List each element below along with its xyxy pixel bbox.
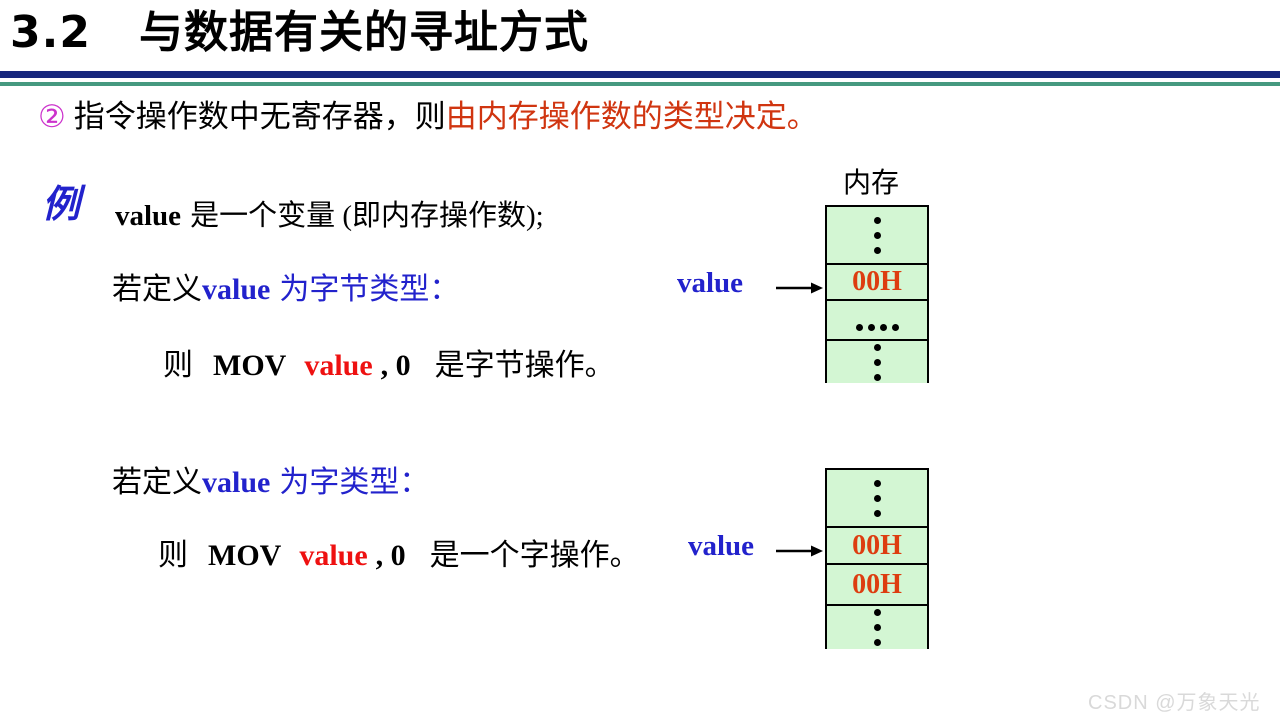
divider-teal [0,82,1280,86]
byte-op-mnemonic: MOV [213,349,287,382]
csdn-watermark: CSDN @万象天光 [1088,692,1261,714]
section-title: 与数据有关的寻址方式 [138,7,589,58]
arrow-right-icon [776,545,823,557]
point-text-black: 指令操作数中无寄存器，则 [73,99,446,134]
memory-cell-value: 00H [827,263,927,299]
memory-cell-value: 00H [827,526,927,563]
horizontal-ellipsis [855,324,899,331]
word-def-suffix: 为字类型： [279,466,430,499]
memory-label: 内存 [843,168,900,199]
word-def-variable: value [202,466,271,499]
byte-def-variable: value [202,273,271,306]
memory-cell-dots [827,339,927,383]
word-op-variable: value [299,539,368,572]
word-op-mnemonic: MOV [208,539,282,572]
memory-cell-value: 00H [827,563,927,604]
word-op-operand: , 0 [375,539,406,572]
word-cell-value-high: 00H [852,568,902,600]
byte-op-operand: , 0 [380,349,411,382]
example-marker: 例 [42,184,81,226]
memory-cell-dots [827,604,927,649]
vertical-ellipsis [873,216,881,254]
word-op-then: 则 [158,539,188,572]
word-pointer-label: value [688,530,755,562]
byte-operation-line: 则 MOV value, 0 是字节操作。 [163,340,615,384]
byte-op-then: 则 [163,349,193,382]
word-cell-value-low: 00H [852,529,902,561]
section-number: 3.2 [10,7,91,58]
word-operation-line: 则 MOV value, 0 是一个字操作。 [158,530,640,574]
arrow-right-icon [776,282,823,294]
memory-table-byte: 00H [825,205,929,383]
intro-variable: value [115,200,182,232]
byte-op-variable: value [304,349,373,382]
byte-def-suffix: 为字节类型： [279,273,460,306]
circled-two-bullet: ② [38,99,66,134]
word-op-rest: 是一个字操作。 [429,539,640,572]
memory-cell-dots [827,470,927,526]
intro-rest: 是一个变量 (即内存操作数); [190,200,544,232]
vertical-ellipsis [873,609,881,646]
memory-cell-hdots [827,299,927,339]
point-text-red: 由内存操作数的类型决定。 [445,99,818,134]
divider-navy [0,71,1280,78]
word-def-prefix: 若定义 [112,466,202,499]
byte-cell-value: 00H [852,266,902,297]
memory-cell-dots [827,207,927,263]
vertical-ellipsis [873,343,881,381]
page-title: 3.2 与数据有关的寻址方式 [10,4,589,62]
memory-table-word: 00H 00H [825,468,929,649]
byte-pointer-label: value [677,267,744,299]
byte-def-prefix: 若定义 [112,273,202,306]
vertical-ellipsis [873,479,881,517]
byte-op-rest: 是字节操作。 [434,349,615,382]
